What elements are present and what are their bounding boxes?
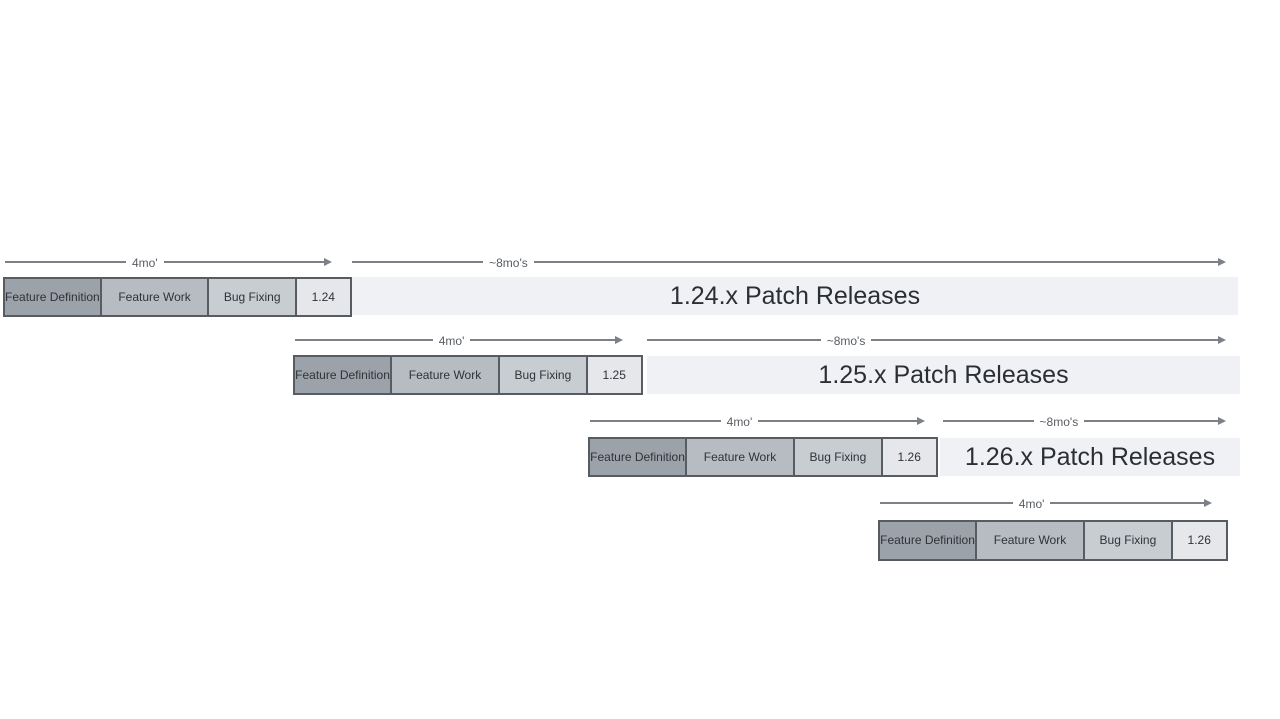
release-phase-group: Feature Definition Feature Work Bug Fixi…: [878, 520, 1228, 561]
dev-duration-label: 4mo': [726, 415, 753, 429]
patch-releases-bar: 1.26.x Patch Releases: [940, 438, 1240, 476]
dev-duration-label: 4mo': [438, 334, 465, 348]
phase-box-bug-fixing: Bug Fixing: [207, 277, 298, 317]
arrow-line: [1050, 502, 1204, 504]
arrow-line: [1084, 420, 1218, 422]
arrow-line: [352, 261, 484, 263]
phase-box-bug-fixing: Bug Fixing: [497, 355, 588, 395]
arrow-line: [470, 339, 615, 341]
arrow-head-icon: [324, 258, 332, 266]
phase-box-feature-work: Feature Work: [99, 277, 210, 317]
arrow-head-icon: [615, 336, 623, 344]
arrow-line: [590, 420, 721, 422]
phase-box-feature-work: Feature Work: [390, 355, 500, 395]
arrow-head-icon: [1218, 336, 1226, 344]
arrow-line: [295, 339, 433, 341]
patch-duration-arrow: ~8mo's: [352, 254, 1226, 270]
version-box: 1.24: [295, 277, 352, 317]
patch-duration-label: ~8mo's: [1039, 415, 1079, 429]
arrow-head-icon: [1204, 499, 1212, 507]
phase-box-feature-work: Feature Work: [975, 520, 1085, 561]
dev-duration-arrow: 4mo': [590, 413, 925, 429]
dev-duration-arrow: 4mo': [5, 254, 332, 270]
dev-duration-label: 4mo': [131, 256, 158, 270]
arrow-line: [163, 261, 324, 263]
arrow-line: [880, 502, 1013, 504]
dev-duration-arrow: 4mo': [295, 332, 623, 348]
arrow-line: [647, 339, 821, 341]
arrow-head-icon: [917, 417, 925, 425]
version-box: 1.26: [1170, 520, 1228, 561]
arrow-head-icon: [1218, 417, 1226, 425]
phase-box-feature-definition: Feature Definition: [3, 277, 102, 317]
arrow-line: [533, 261, 1218, 263]
phase-box-feature-definition: Feature Definition: [293, 355, 393, 395]
release-phase-group: Feature Definition Feature Work Bug Fixi…: [293, 355, 643, 395]
phase-box-bug-fixing: Bug Fixing: [1082, 520, 1173, 561]
arrow-line: [871, 339, 1218, 341]
version-box: 1.25: [585, 355, 643, 395]
phase-box-feature-definition: Feature Definition: [588, 437, 688, 477]
patch-duration-arrow: ~8mo's: [943, 413, 1226, 429]
release-phase-group: Feature Definition Feature Work Bug Fixi…: [588, 437, 938, 477]
arrow-line: [943, 420, 1034, 422]
phase-box-feature-definition: Feature Definition: [878, 520, 978, 561]
patch-duration-label: ~8mo's: [826, 334, 866, 348]
patch-duration-arrow: ~8mo's: [647, 332, 1226, 348]
arrow-head-icon: [1218, 258, 1226, 266]
patch-releases-bar: 1.24.x Patch Releases: [352, 277, 1238, 315]
phase-box-bug-fixing: Bug Fixing: [792, 437, 883, 477]
dev-duration-arrow: 4mo': [880, 495, 1212, 511]
version-box: 1.26: [880, 437, 938, 477]
dev-duration-label: 4mo': [1018, 497, 1045, 511]
patch-duration-label: ~8mo's: [489, 256, 528, 270]
phase-box-feature-work: Feature Work: [685, 437, 795, 477]
arrow-line: [758, 420, 917, 422]
patch-releases-bar: 1.25.x Patch Releases: [647, 356, 1240, 394]
arrow-line: [5, 261, 126, 263]
release-phase-group: Feature Definition Feature Work Bug Fixi…: [3, 277, 352, 317]
